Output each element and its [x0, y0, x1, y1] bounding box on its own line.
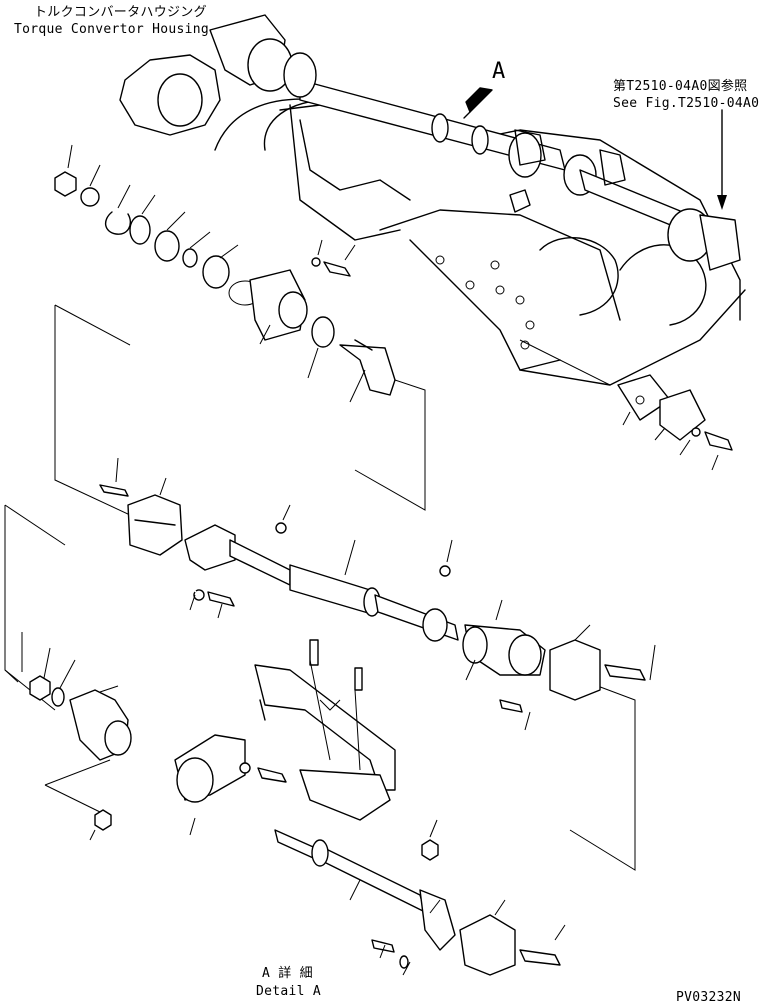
detail-label-jp: A 詳 細 [262, 966, 313, 981]
housing-label-jp: トルクコンバータハウジング [34, 5, 207, 20]
small-parts-series [54, 171, 396, 396]
lower-drive-shaft [274, 819, 566, 976]
view-arrow-a [463, 87, 493, 119]
housing-label-en: Torque Convertor Housing [14, 22, 210, 37]
middle-propeller-shaft [99, 484, 646, 713]
see-fig-label-jp: 第T2510-04A0図参照 [613, 79, 748, 94]
reference-arrowhead [717, 195, 727, 210]
left-lower-parts [21, 632, 132, 841]
right-gasket-parts [617, 374, 733, 471]
leader-lines-upper [67, 144, 366, 403]
detail-label-en: Detail A [256, 984, 322, 999]
upper-drive-shaft [247, 38, 741, 271]
leader-lines-middle [115, 457, 656, 731]
see-fig-label-en: See Fig.T2510-04A0 [613, 96, 760, 111]
support-bracket [254, 639, 396, 821]
figure-code: PV03232N [676, 990, 742, 1005]
arrow-letter-label: A [492, 59, 506, 84]
center-bearing [174, 734, 287, 836]
